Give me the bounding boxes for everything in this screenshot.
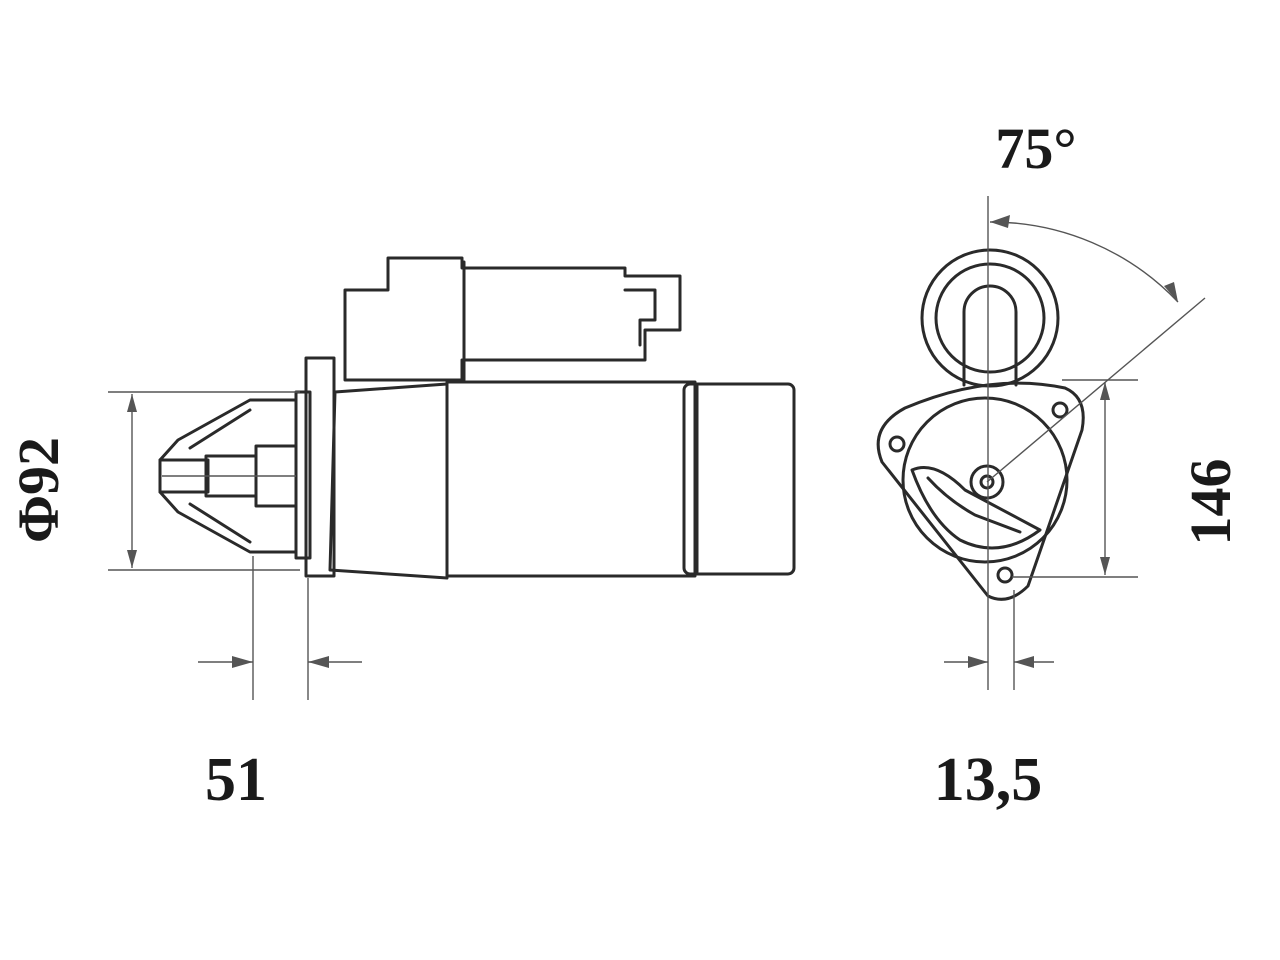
angle-ray [986, 297, 1206, 483]
height-label: 146 [1178, 459, 1243, 546]
diameter-arrow-top [127, 394, 137, 412]
angle-arrow-start [990, 215, 1010, 228]
offset-arrow-left [968, 656, 988, 668]
angle-arc [989, 221, 1179, 303]
offset-label: 13,5 [934, 746, 1043, 814]
mounting-flange [304, 356, 336, 578]
bolt-hole-bottom [996, 566, 1014, 584]
diameter-arrow-bottom [127, 550, 137, 568]
pinion-nose-inner [188, 408, 252, 544]
shaft-hub [969, 464, 1005, 500]
bolt-hole-left [888, 435, 906, 453]
motor-body [445, 380, 697, 578]
diameter-label: Φ92 [6, 437, 71, 543]
drive-housing-circle [901, 396, 1069, 564]
angle-arrow-end [1164, 282, 1178, 302]
drive-housing [328, 382, 449, 580]
height-arrow-top [1100, 382, 1110, 400]
angle-label: 75° [995, 116, 1076, 181]
flange-plate [294, 390, 312, 560]
end-flange [876, 381, 1085, 601]
solenoid-outline [343, 256, 682, 382]
end-view: 75° 146 13,5 [876, 116, 1243, 814]
pinion-window [910, 466, 1042, 550]
length-arrow-left [232, 656, 253, 668]
pinion-window-inner [926, 476, 1022, 534]
height-arrow-bottom [1100, 557, 1110, 575]
side-view: Φ92 51 [6, 256, 796, 814]
shaft-center [979, 474, 995, 490]
solenoid-terminal [623, 288, 657, 347]
motor-end-cap [682, 382, 796, 576]
solenoid-ring-inner [934, 262, 1046, 374]
solenoid-ring-slot [962, 284, 1018, 387]
length-arrow-right [308, 656, 329, 668]
bolt-hole-right [1051, 401, 1069, 419]
solenoid-ring-outer [920, 248, 1060, 388]
offset-arrow-right [1014, 656, 1034, 668]
length-label: 51 [205, 746, 267, 814]
